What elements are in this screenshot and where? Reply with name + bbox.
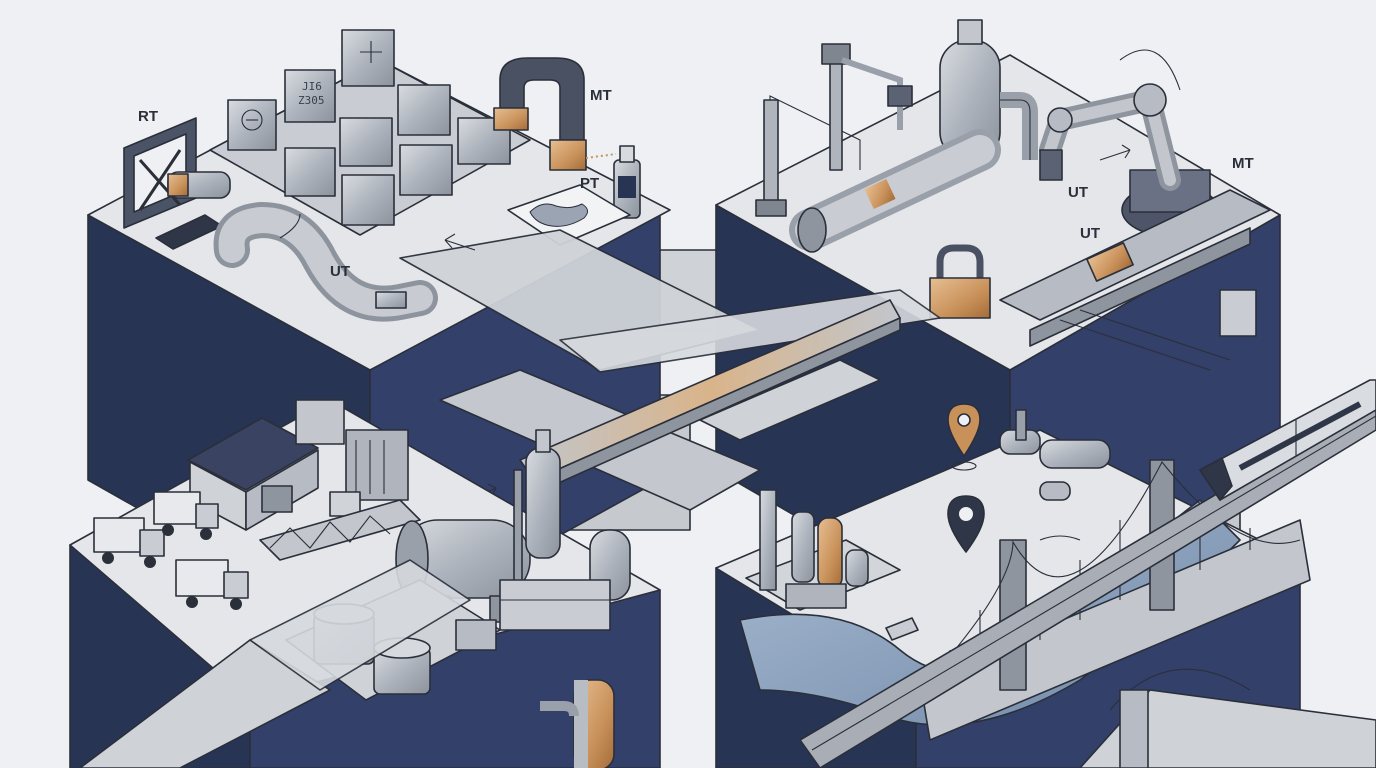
- block-marking-line2: Z305: [298, 94, 325, 107]
- direction-arrows: [444, 144, 1131, 501]
- high-speed-train: [1199, 379, 1376, 501]
- label-pt: PT: [580, 175, 599, 192]
- block-marking-line1: JI6: [302, 80, 322, 93]
- arrow-icon: [444, 233, 476, 251]
- factory-chimneys: [745, 489, 901, 611]
- map-pin-icon: [947, 403, 981, 471]
- delivery-trucks: [93, 491, 249, 610]
- label-mt: MT: [590, 87, 612, 104]
- road-exit-left: [79, 559, 471, 768]
- radiography-source: [123, 117, 231, 250]
- ut-probe-stands: [755, 43, 913, 217]
- ut-pipe-specimen: [213, 201, 438, 322]
- label-mt-right: MT: [1232, 155, 1254, 172]
- location-pin-icon: [947, 495, 985, 553]
- shipping-containers: [295, 399, 409, 517]
- mt-padlock-yoke: [929, 244, 991, 319]
- specimen-blocks: JI6 Z305: [209, 29, 531, 236]
- label-ut-pipe: UT: [330, 263, 350, 280]
- pt-test-plate: [507, 184, 631, 246]
- label-ut-right-2: UT: [1080, 225, 1100, 242]
- pipe-station: [999, 409, 1111, 501]
- penetrant-spray-can: [585, 145, 641, 219]
- refinery-towers: [499, 429, 631, 631]
- road-exit-right: [1079, 668, 1376, 768]
- truss-bridge: [259, 499, 421, 561]
- arrow-icon: [1099, 144, 1131, 161]
- magnetic-yoke: [493, 57, 587, 171]
- copper-chimney-tank: [540, 679, 615, 768]
- label-rt: RT: [138, 108, 158, 125]
- robotic-arm: [1039, 49, 1219, 237]
- warehouse: [187, 417, 319, 531]
- scanner-rails: [999, 189, 1271, 371]
- label-ut-right-1: UT: [1068, 184, 1088, 201]
- pipe-on-supports: [789, 129, 1001, 253]
